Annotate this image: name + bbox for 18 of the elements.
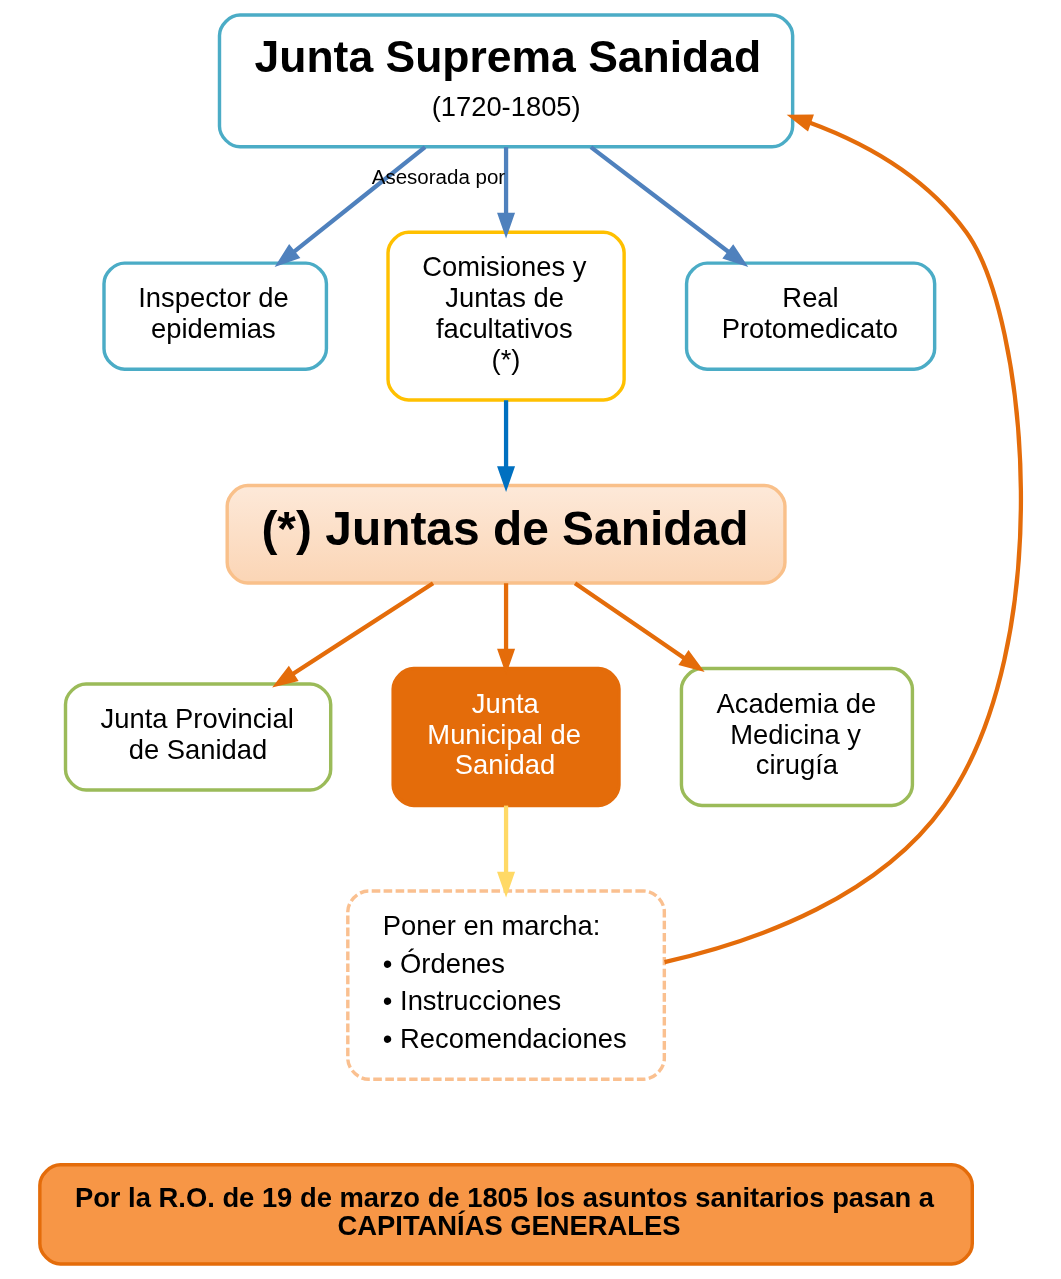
- arrow: [664, 114, 1023, 965]
- node-box: Junta Municipal de Sanidad: [391, 666, 621, 808]
- node-box: Junta Suprema Sanidad (1720-1805): [217, 13, 795, 149]
- node-box: Comisiones y Juntas de facultativos (*): [386, 230, 626, 402]
- arrow: [272, 581, 435, 688]
- arrow: [573, 581, 705, 673]
- node-box: Inspector de epidemias: [102, 261, 329, 371]
- node-box: Poner en marcha: • Órdenes • Instrucciones • Recomendaciones: [346, 889, 667, 1081]
- node-box: (*) Juntas de Sanidad: [225, 483, 787, 585]
- node-box: Academia de Medicina y cirugía: [679, 666, 915, 808]
- arrow: [497, 147, 516, 239]
- arrow: [497, 805, 516, 898]
- arrow: [274, 145, 427, 268]
- node-box: Por la R.O. de 19 de marzo de 1805 los asuntos sanitarios pasan a CAPITANÍAS GENERALES: [38, 1163, 974, 1266]
- node-box: Junta Provincial de Sanidad: [63, 682, 333, 792]
- node-box: Real Protomedicato: [684, 261, 937, 371]
- arrow: [497, 400, 516, 492]
- arrow: [589, 145, 749, 267]
